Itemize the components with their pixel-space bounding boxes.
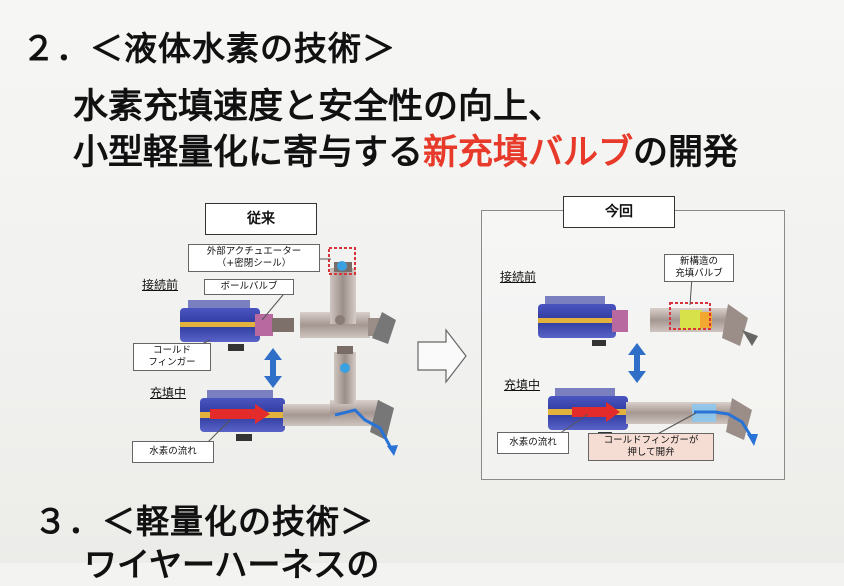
conventional-flow-callout: 水素の流れ <box>132 441 214 463</box>
new-flow-callout: 水素の流れ <box>497 432 569 454</box>
conventional-receptacle-before <box>300 262 396 344</box>
title-line-2-prefix: 小型軽量化に寄与する <box>73 133 424 173</box>
transition-arrow-icon <box>417 328 467 384</box>
new-outflow-line <box>694 410 754 439</box>
push-open-callout: コールドフィンガーが 押して開弁 <box>588 433 714 461</box>
section-3-subheading: ワイヤーハーネスの <box>84 545 380 584</box>
double-arrow-icon <box>264 348 282 388</box>
push-open-callout-line1: コールドフィンガーが <box>603 435 699 446</box>
cold-finger-callout-line1: コールド <box>152 345 191 356</box>
new-design-label: 今回 <box>563 196 675 228</box>
new-filling-label: 充填中 <box>504 378 541 392</box>
new-valve-callout: 新構造の 充填バルブ <box>664 254 734 282</box>
new-valve-callout-line1: 新構造の <box>679 256 718 267</box>
double-arrow-icon <box>628 343 646 383</box>
title-line-1: 水素充填速度と安全性の向上、 <box>73 87 564 127</box>
new-coupler-filling <box>548 388 698 438</box>
actuator-seal-icon <box>337 261 347 271</box>
actuator-callout-line2: （+密閉シール） <box>216 258 292 269</box>
cold-finger-callout: コールド フィンガー <box>133 343 211 371</box>
conventional-flow-arrow <box>210 404 270 424</box>
conventional-receptacle-filling <box>330 346 394 440</box>
new-coupler-before <box>538 296 628 346</box>
new-receptacle-before <box>650 304 758 346</box>
conventional-filling-label: 充填中 <box>150 386 187 400</box>
section-3-heading: ３．＜軽量化の技術＞ <box>34 502 374 541</box>
conventional-outflow-arrowhead <box>387 445 398 456</box>
actuator-highlight-box <box>328 247 356 275</box>
new-valve-callout-line2: 充填バルブ <box>675 268 723 279</box>
conventional-label: 従来 <box>205 203 317 235</box>
push-open-callout-line2: 押して開弁 <box>627 447 675 458</box>
new-outflow-arrowhead <box>747 434 758 446</box>
valve-diagram <box>177 247 758 456</box>
conventional-coupler-before <box>180 300 294 351</box>
cold-finger-callout-line2: フィンガー <box>148 357 196 368</box>
title-line-2-suffix: の開発 <box>633 133 739 173</box>
conventional-before-label: 接続前 <box>142 278 179 292</box>
title-highlight: 新充填バルブ <box>423 133 634 173</box>
new-before-label: 接続前 <box>500 270 537 284</box>
ball-valve-callout: ボールバルブ <box>204 279 294 295</box>
actuator-callout: 外部アクチュエーター （+密閉シール） <box>188 244 320 272</box>
section-2-heading: ２．＜液体水素の技術＞ <box>22 29 396 68</box>
conventional-outflow-line <box>334 408 394 451</box>
actuator-callout-line1: 外部アクチュエーター <box>206 246 302 257</box>
title-line-2: 小型軽量化に寄与する新充填バルブの開発 <box>73 124 738 175</box>
